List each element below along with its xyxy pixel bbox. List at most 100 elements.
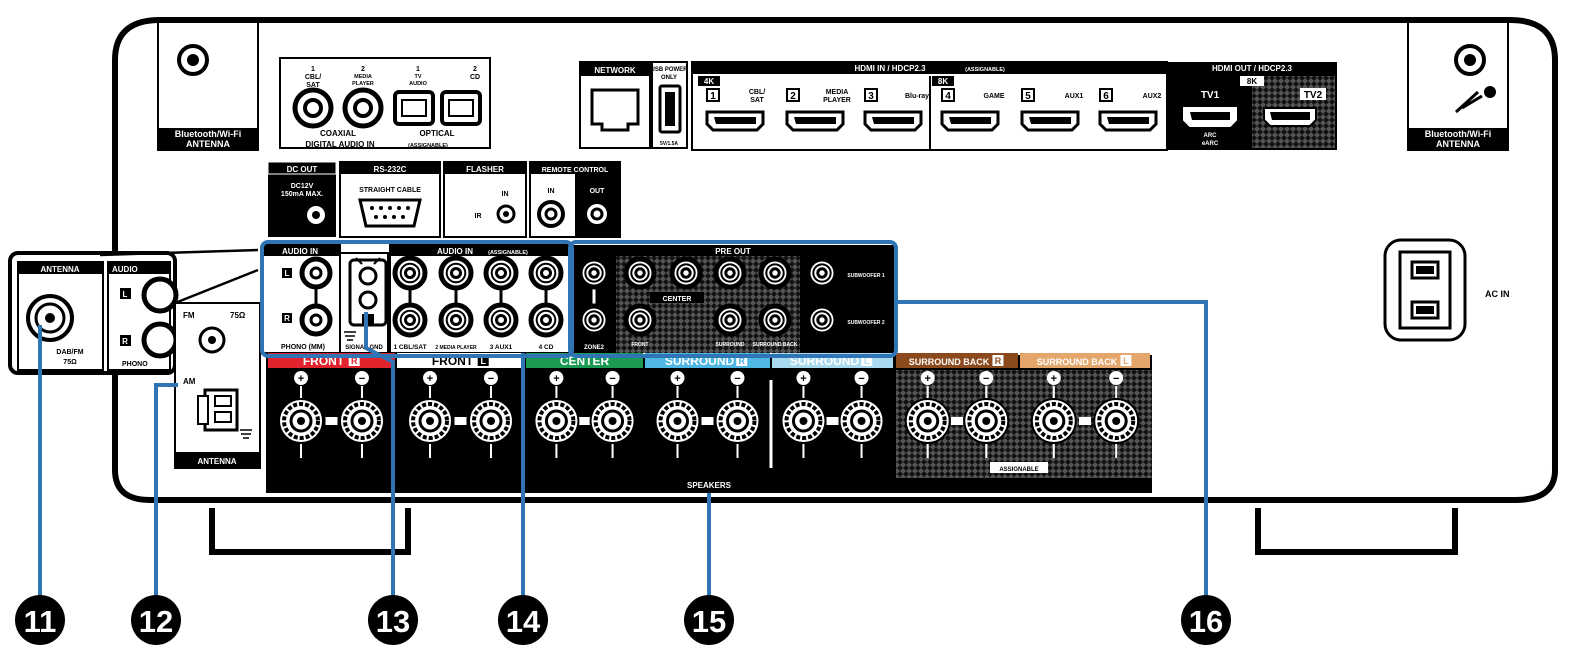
tv1-label: TV1 [1201, 90, 1220, 101]
svg-text:(ASSIGNABLE): (ASSIGNABLE) [408, 143, 448, 149]
svg-text:PRE OUT: PRE OUT [715, 247, 751, 256]
right-foot [1255, 508, 1458, 555]
svg-text:FRONT: FRONT [631, 342, 648, 348]
antenna-zoom-panel: ANTENNA DAB/FM 75Ω AUDIO L R PHONO [8, 248, 259, 375]
svg-text:L: L [123, 290, 128, 299]
audio-in-assign-l-2[interactable] [438, 255, 474, 291]
optical-jack-1[interactable] [393, 90, 435, 126]
ethernet-port[interactable] [590, 88, 640, 132]
hdmi-in-port-label-2: SAT [750, 97, 764, 104]
pre-out-surround-back-r[interactable] [758, 303, 792, 337]
speaker-terminal-plus[interactable] [654, 398, 701, 444]
svg-text:ARC: ARC [1204, 133, 1218, 139]
svg-text:RS-232C: RS-232C [374, 165, 407, 174]
svg-text:OUT: OUT [590, 188, 606, 195]
pre-out-subwoofer-1[interactable] [805, 256, 839, 290]
hdmi-out-block: HDMI OUT / HDCP2.3 8K TV1 TV2 ARC eARC [1167, 62, 1337, 150]
pre-out-surround-l[interactable] [713, 256, 747, 290]
svg-text:AUDIO: AUDIO [409, 81, 427, 87]
speaker-terminal-minus[interactable] [838, 398, 885, 444]
svg-text:DC12V: DC12V [291, 183, 314, 190]
speaker-polarity-plus: + [553, 373, 559, 385]
remote-control-block: REMOTE CONTROL IN OUT [529, 161, 621, 238]
speaker-channel-side: R [995, 356, 1002, 366]
audio-in-assign-r-3[interactable] [483, 302, 519, 338]
svg-text:FM: FM [183, 311, 195, 320]
audio-in-assign-l-3[interactable] [483, 255, 519, 291]
audio-in-assign-r-4[interactable] [528, 302, 564, 338]
audio-in-assign-r-1[interactable] [392, 302, 428, 338]
svg-text:STRAIGHT CABLE: STRAIGHT CABLE [359, 187, 421, 194]
bt-antenna-left: Bluetooth/Wi-Fi ANTENNA [157, 21, 259, 151]
svg-text:L: L [285, 269, 290, 278]
speaker-polarity-minus: − [359, 373, 365, 385]
left-foot [209, 508, 411, 555]
callout-number: 15 [692, 604, 726, 639]
svg-text:CBL/: CBL/ [305, 74, 321, 81]
svg-text:AM: AM [183, 377, 196, 386]
audio-in-assign-label: 4 CD [539, 344, 554, 351]
speaker-terminal-plus[interactable] [904, 398, 951, 444]
pre-out-surround-back-l[interactable] [758, 256, 792, 290]
speaker-terminal-minus[interactable] [963, 398, 1010, 444]
svg-text:ANTENNA: ANTENNA [197, 457, 236, 466]
pre-out-zone2-l[interactable] [577, 256, 611, 290]
pre-out-zone2-r[interactable] [577, 303, 611, 337]
pre-out-center[interactable] [669, 256, 703, 290]
hdmi-in-port-num: 5 [1025, 91, 1031, 102]
svg-text:SUBWOOFER 2: SUBWOOFER 2 [847, 320, 884, 326]
callout-number: 14 [506, 604, 541, 639]
pre-out-surround-r[interactable] [713, 303, 747, 337]
pre-out-front-l[interactable] [623, 256, 657, 290]
hdmi-in-port-num: 3 [868, 91, 874, 102]
speaker-channel-name: SURROUND BACK [1037, 357, 1118, 367]
hdmi-in-port-label: GAME [984, 93, 1005, 100]
speaker-terminal-minus[interactable] [714, 398, 761, 444]
rs232c-port[interactable] [358, 198, 422, 228]
pre-out-front-r[interactable] [623, 303, 657, 337]
svg-text:IN: IN [502, 191, 509, 198]
speaker-terminal-minus[interactable] [338, 398, 385, 444]
svg-text:ASSIGNABLE: ASSIGNABLE [999, 467, 1038, 473]
bt-left-line1: Bluetooth/Wi-Fi [175, 129, 241, 139]
hdmi-in-title: HDMI IN / HDCP2.3 [854, 64, 926, 73]
svg-text:R: R [284, 314, 290, 323]
svg-text:DC OUT: DC OUT [287, 165, 318, 174]
hdmi-in-port-label: AUX1 [1065, 93, 1084, 100]
speaker-terminal-plus[interactable] [780, 398, 827, 444]
svg-text:150mA MAX.: 150mA MAX. [281, 191, 323, 198]
optical-jack-2[interactable] [440, 90, 482, 126]
optical-label: OPTICAL [419, 129, 454, 138]
speaker-terminal-minus[interactable] [467, 398, 514, 444]
svg-text:PHONO: PHONO [122, 361, 148, 368]
speaker-channel-color-bar [896, 353, 1018, 368]
svg-text:FLASHER: FLASHER [466, 165, 504, 174]
speaker-terminal-plus[interactable] [278, 398, 325, 444]
hdmi-in-port-5[interactable]: 5 AUX1 [1020, 88, 1084, 132]
bt-right-line2: ANTENNA [1436, 139, 1480, 149]
speaker-terminal-minus[interactable] [589, 398, 636, 444]
speaker-channel-side: L [480, 356, 486, 366]
speaker-terminal-plus[interactable] [533, 398, 580, 444]
hdmi-in-port-label: AUX2 [1143, 93, 1162, 100]
speaker-terminal-minus[interactable] [1093, 398, 1140, 444]
speaker-terminal-plus[interactable] [407, 398, 454, 444]
audio-in-assign-l-4[interactable] [528, 255, 564, 291]
svg-text:REMOTE CONTROL: REMOTE CONTROL [542, 167, 609, 174]
pre-out-subwoofer-2[interactable] [805, 303, 839, 337]
callout-15: 15 [684, 595, 734, 645]
svg-text:8K: 8K [938, 77, 948, 86]
ac-in-block: AC IN [1383, 238, 1510, 342]
audio-in-assign-r-2[interactable] [438, 302, 474, 338]
audio-in-assign-label: 1 CBL/SAT [393, 344, 426, 351]
audio-in-assign-l-1[interactable] [392, 255, 428, 291]
speaker-terminal-plus[interactable] [1030, 398, 1077, 444]
